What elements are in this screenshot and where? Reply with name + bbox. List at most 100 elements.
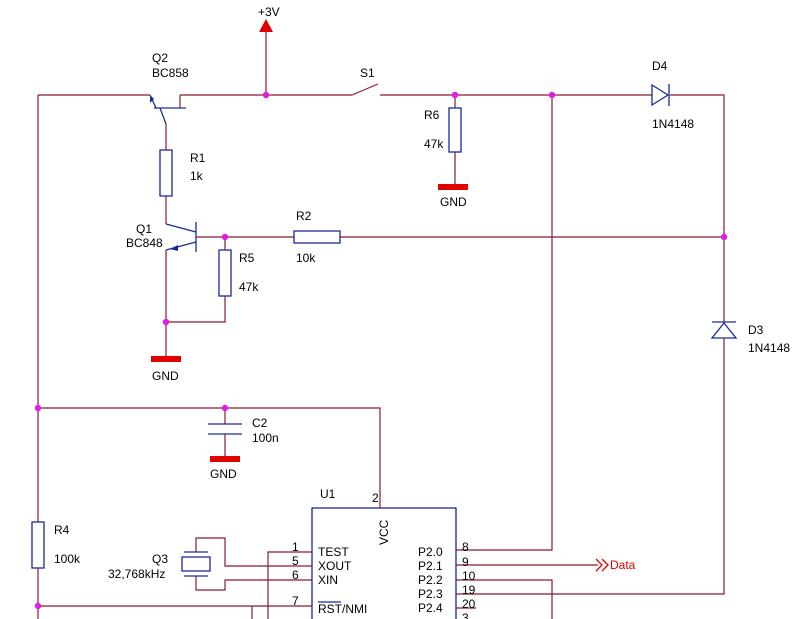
q2-collector-lead [159,107,167,125]
ground-bar-icon [151,356,181,362]
s1-lever [351,83,379,96]
pin-name: P2.0 [418,545,443,559]
q1-part: BC848 [126,236,163,250]
junction-dot [221,404,229,412]
d3-ref: D3 [748,323,764,337]
ground-label: GND [210,467,237,481]
wires [37,30,725,619]
r1-value: 1k [190,169,204,183]
supply-label: +3V [258,5,280,19]
supply-arrow-icon [259,19,273,32]
wire-p20 [456,95,553,551]
junction-dot [451,91,459,99]
ground-label: GND [440,195,467,209]
resistor-r6: R6 47k GND [424,107,468,209]
supply-symbol: +3V [258,5,280,32]
c2-ref: C2 [252,416,268,430]
pin-number: 7 [292,594,299,608]
pin-name: P2.2 [418,573,443,587]
r6-value: 47k [424,137,444,151]
pin-number: 20 [462,597,476,611]
junction-dot [548,91,556,99]
vcc-pin-number: 2 [372,491,379,505]
wire-p22 [456,579,553,619]
pin-number: 6 [292,568,299,582]
pin-number: 19 [462,583,476,597]
d4-part: 1N4148 [652,117,694,131]
wire-xout [195,537,312,567]
q3-value: 32,768kHz [108,567,165,581]
q2-arrow-icon [150,95,154,103]
resistor-r4: R4 100k [31,521,81,569]
diode-d4: D4 1N4148 [651,59,694,131]
wire-test [267,551,312,619]
transistor-q2: Q2 BC858 [149,51,189,125]
r1-body [159,149,173,197]
net-chevron-icon [595,558,603,572]
ground-bar-icon [438,184,468,190]
ground-bar-icon [210,456,240,462]
resistor-r5: R5 47k [218,249,259,297]
junction-dot [34,602,42,610]
q1-arrow-icon [170,245,178,251]
net-label-text: Data [610,558,636,572]
pin-name: RST/NMI [318,602,367,616]
d4-ref: D4 [652,59,668,73]
q2-ref: Q2 [152,51,168,65]
switch-s1: S1 [351,66,379,96]
ground-q1: GND [151,356,181,383]
r4-value: 100k [54,552,81,566]
pin-number: 1 [292,540,299,554]
junction-dot [34,404,42,412]
r5-value: 47k [239,280,259,294]
q1-ref: Q1 [136,222,152,236]
pin-name: XOUT [318,559,352,573]
r4-ref: R4 [54,523,70,537]
r2-ref: R2 [296,209,312,223]
wire-right-down-to-d3 [670,94,725,322]
d3-triangle-icon [710,321,738,339]
net-label-data: Data [595,558,636,572]
ic-u1: U1 2 VCC 1 TEST 5 XOUT 6 XIN 7 RST/NMI P… [292,487,476,619]
pin-number: 9 [462,555,469,569]
pin-name: TEST [318,545,349,559]
junction-dot [221,233,229,241]
wire-r5-bottom [166,296,226,323]
r2-value: 10k [296,251,316,265]
d4-triangle-icon [651,83,670,107]
q3-ref: Q3 [152,552,168,566]
q1-collector-lead [165,223,197,233]
c2-value: 100n [252,431,279,445]
pin-name: XIN [318,573,338,587]
pin-number: 10 [462,569,476,583]
capacitor-c2: C2 100n GND [208,416,279,481]
r4-body [31,521,45,569]
ic-ref: U1 [320,487,336,501]
pin-number: 8 [462,540,469,554]
r2-body [293,230,341,244]
wire-vcc [38,407,381,508]
pin-name: P2.3 [418,587,443,601]
r6-ref: R6 [424,108,440,122]
resistor-r2: R2 10k [293,209,341,265]
q3-body [181,556,211,572]
diode-d3: D3 1N4148 [710,321,790,355]
junction-dot [720,233,728,241]
r5-body [218,249,232,297]
pin-number: 5 [292,554,299,568]
s1-ref: S1 [360,66,375,80]
pin-name: P2.4 [418,601,443,615]
vcc-label: VCC [377,519,391,545]
pin-number: 3 [462,611,469,619]
transistor-q1: Q1 BC848 [126,222,197,252]
r5-ref: R5 [239,251,255,265]
d3-part: 1N4148 [748,341,790,355]
pin-name: P2.1 [418,559,443,573]
junctions [34,91,728,610]
ground-label: GND [152,369,179,383]
junction-dot [262,91,270,99]
resistor-r1: R1 1k [159,149,206,197]
r6-body [448,107,462,153]
wire-d3-to-p23 [456,338,725,595]
